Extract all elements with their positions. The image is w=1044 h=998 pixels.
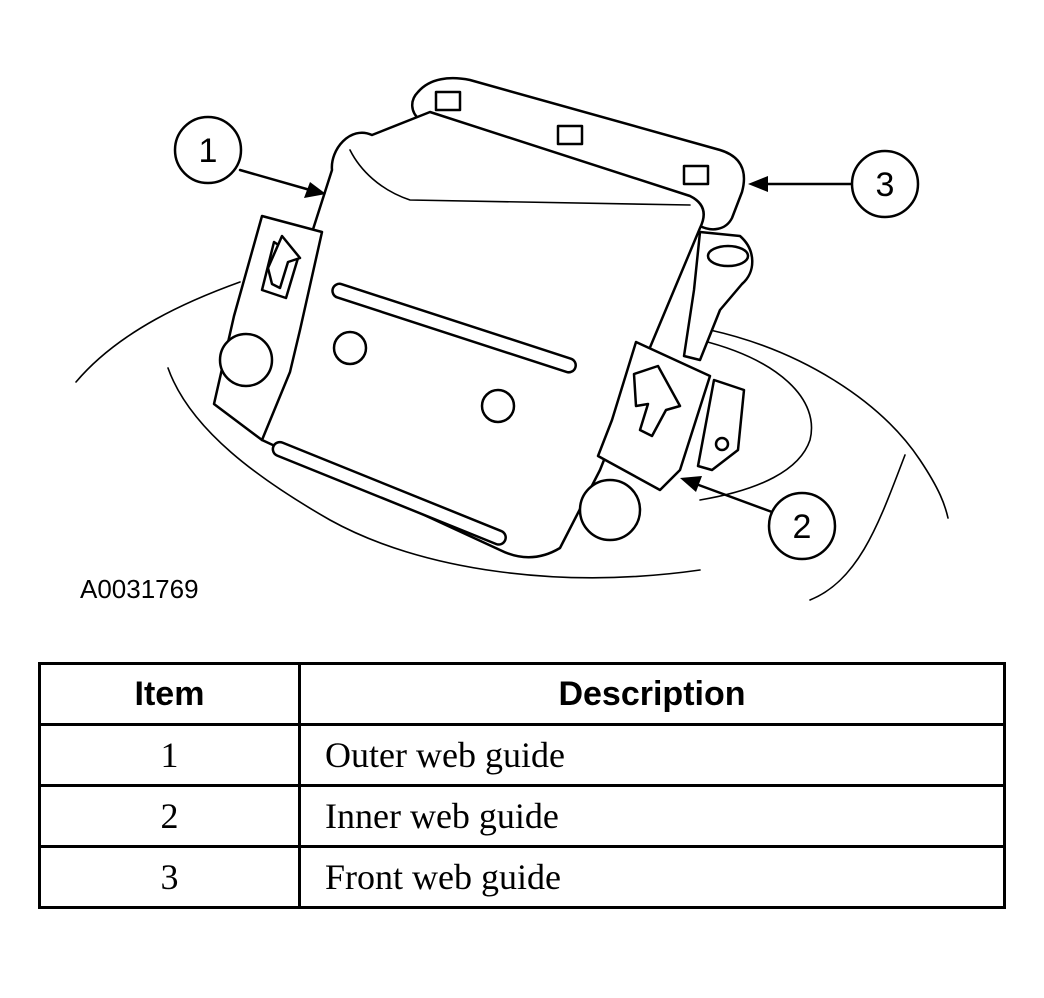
description-cell: Inner web guide (298, 784, 1006, 848)
surface-outline (75, 281, 949, 601)
item-cell: 1 (38, 723, 301, 787)
figure-id: A0031769 (80, 574, 199, 604)
callout-1-label: 1 (199, 132, 218, 170)
retractor-body (260, 110, 705, 559)
item-header: Item (38, 662, 301, 726)
legend-header-row: Item Description (38, 662, 1006, 726)
arrowhead (680, 476, 702, 492)
arrowhead (748, 176, 768, 192)
callout-leaders (238, 168, 854, 514)
mounting-tab (682, 230, 754, 362)
web-guide-illustration: 1 3 2 (75, 76, 949, 601)
description-cell: Front web guide (298, 845, 1006, 909)
description-cell: Outer web guide (298, 723, 1006, 787)
item-cell: 2 (38, 784, 301, 848)
table-row: 2 Inner web guide (38, 784, 1006, 848)
callout-3: 3 (850, 149, 920, 219)
table-row: 3 Front web guide (38, 845, 1006, 909)
callout-1: 1 (173, 115, 243, 185)
arrowhead (304, 182, 326, 198)
callout-2: 2 (767, 491, 837, 561)
item-cell: 3 (38, 845, 301, 909)
callout-3-label: 3 (876, 166, 895, 204)
legend-table: Item Description 1 Outer web guide 2 Inn… (38, 662, 1006, 909)
table-row: 1 Outer web guide (38, 723, 1006, 787)
inner-web-guide (578, 340, 746, 542)
outer-web-guide (212, 214, 324, 442)
callout-2-label: 2 (793, 508, 812, 546)
description-header: Description (298, 662, 1006, 726)
